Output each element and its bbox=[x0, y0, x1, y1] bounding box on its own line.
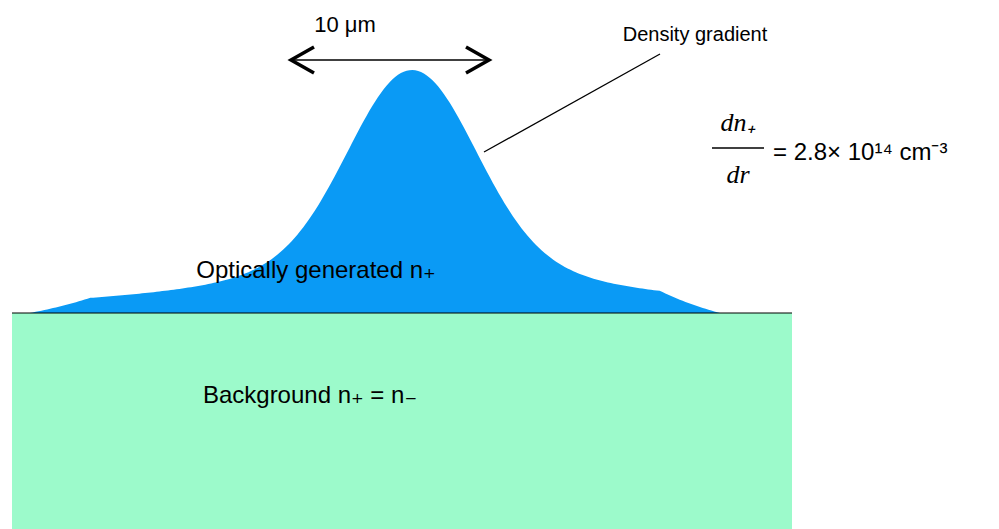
region-label: Background n₊ = n₋ bbox=[203, 381, 417, 409]
region-label: Optically generated n₊ bbox=[196, 256, 435, 284]
dimension-line bbox=[292, 59, 488, 61]
generated-carrier-profile: Optically generated n₊ bbox=[30, 68, 720, 313]
arrow-head bbox=[466, 47, 489, 73]
baseline bbox=[12, 312, 792, 313]
callout-label: Density gradient bbox=[623, 23, 768, 46]
dimension-label: 10 μm bbox=[314, 12, 376, 38]
background-region: Background n₊ = n₋ bbox=[12, 313, 792, 529]
carrier-bump bbox=[30, 70, 720, 313]
leader-line bbox=[484, 54, 660, 152]
equation-value: = 2.8× 10¹⁴ cm⁻³ bbox=[773, 134, 947, 167]
fraction-bar bbox=[712, 147, 764, 149]
equation-denominator: dr bbox=[726, 160, 749, 190]
equation-numerator: dn₊ bbox=[721, 103, 756, 139]
arrow-head bbox=[291, 47, 314, 73]
